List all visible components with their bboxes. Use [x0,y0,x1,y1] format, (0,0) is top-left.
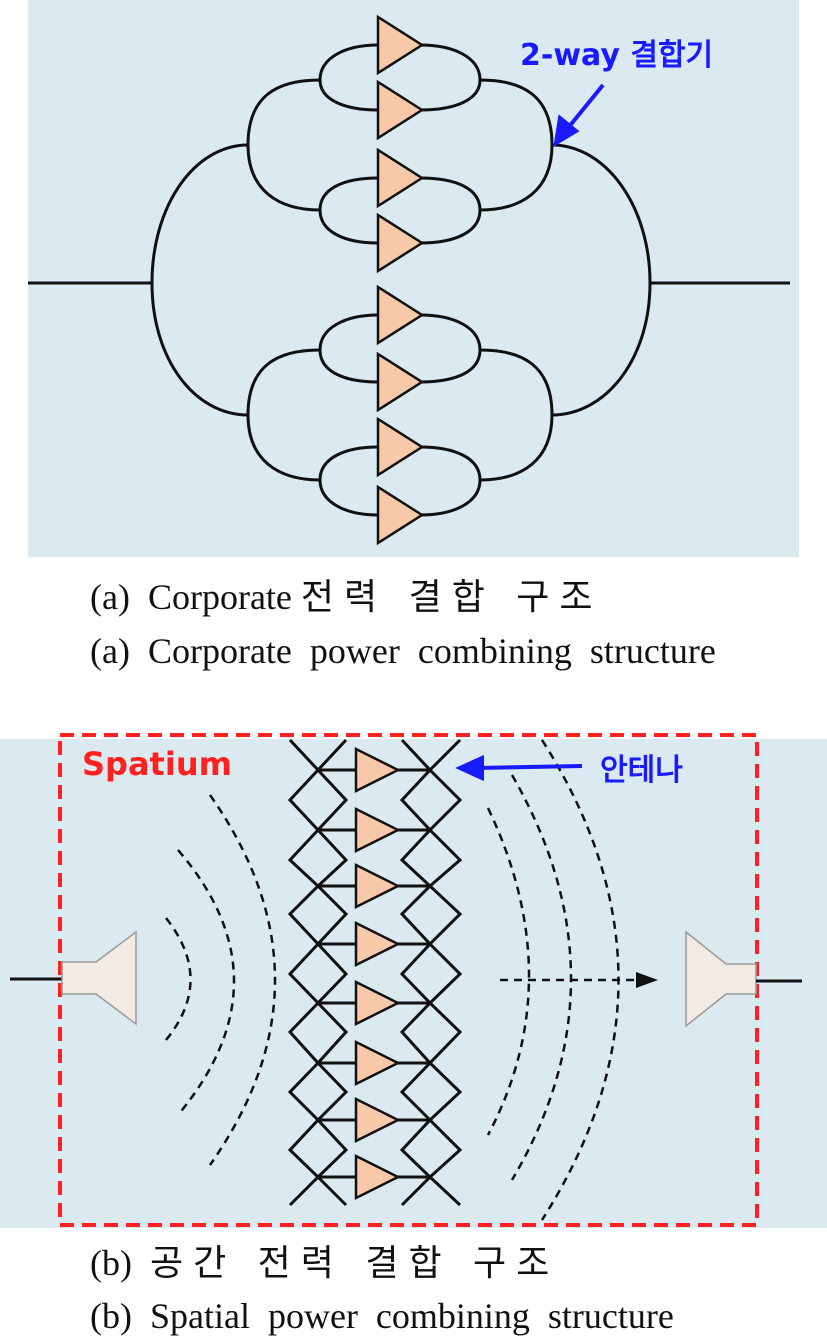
amplifier-icon [354,920,401,968]
caption-b-korean: (b) 공간 전력 결합 구조 [90,1243,560,1284]
amplifier-icon [376,212,425,274]
spatial-combiner-diagram: Spatium [0,733,827,1228]
two-way-combiner-label: 2-way 결합기 [520,38,713,73]
input-horn [10,930,137,1026]
diagram-a-background [28,0,799,557]
antenna-label: 안테나 [600,753,683,788]
caption-b-english: (b) Spatial power combining structure [90,1296,674,1336]
caption-a-english: (a) Corporate power combining structure [90,631,716,671]
amplifier-icon [376,416,425,478]
amplifier-icon [354,862,401,910]
antenna-arrow [455,754,583,782]
amplifier-icon [354,806,401,854]
corporate-combiner-diagram: 2-way 결합기 [28,0,799,557]
antenna-array [287,738,463,1207]
amplifier-icon [376,147,425,209]
caption-a-korean: (a) Corporate 전력 결합 구조 [90,577,603,618]
amplifier-icon [376,79,425,141]
combiner-lines [28,43,790,517]
amplifier-icon [354,1153,401,1201]
amplifier-icon [354,1039,401,1087]
output-horn [685,930,802,1028]
annotation-arrow-a [553,83,605,147]
spatium-label: Spatium [82,745,232,783]
amplifier-icon [354,746,401,794]
amplifier-icon [376,484,425,546]
amplifier-icon [376,14,425,76]
amplifier-stack-b [354,746,401,1201]
amplifier-icon [376,351,425,413]
amplifier-stack-a [376,14,425,546]
amplifier-icon [376,284,425,346]
amplifier-icon [354,1096,401,1144]
propagation-arrow [500,972,658,988]
amplifier-icon [354,979,401,1027]
